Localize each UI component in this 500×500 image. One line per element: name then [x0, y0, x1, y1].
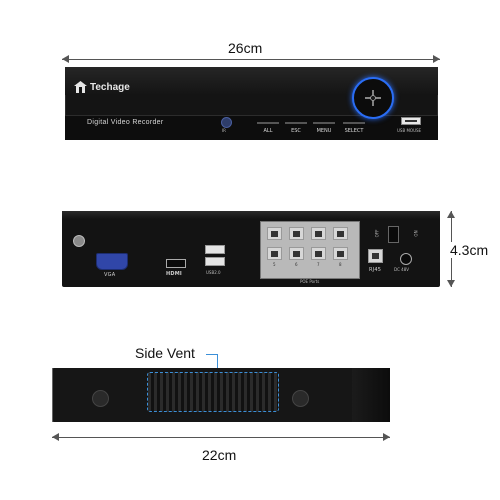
- dial-cross-icon: [365, 90, 381, 106]
- back-panel-lip: [62, 211, 440, 219]
- back-panel: VGA HDMI USB2.0 5 6 7 8 POE Ports RJ45 O…: [62, 211, 440, 287]
- product-label: Digital Video Recorder: [87, 119, 164, 126]
- width-arrow-left-icon: [62, 55, 69, 63]
- off-label: OFF: [374, 229, 380, 238]
- height-dimension: 4.3cm: [445, 211, 495, 287]
- height-label: 4.3cm: [449, 242, 490, 258]
- poe-block: 5 6 7 8: [260, 221, 360, 279]
- poe-port-number-5: 5: [273, 262, 276, 267]
- width-line: [62, 59, 440, 60]
- all-button[interactable]: [257, 122, 279, 124]
- button-row: ALL ESC MENU SELECT: [255, 122, 373, 138]
- power-switch[interactable]: [388, 226, 399, 243]
- front-usb-label: USB MOUSE: [397, 128, 422, 133]
- ir-label: IR: [222, 128, 226, 133]
- poe-label: POE Ports: [300, 279, 320, 284]
- side-vent: [147, 372, 279, 412]
- esc-button[interactable]: [285, 122, 307, 124]
- rubber-foot-right: [292, 390, 309, 407]
- poe-port-number-6: 6: [295, 262, 298, 267]
- poe-port-3[interactable]: [311, 227, 326, 240]
- ir-sensor: [221, 117, 232, 128]
- rj45-label: RJ45: [369, 267, 382, 273]
- vga-port[interactable]: [96, 253, 128, 270]
- dc-power-jack[interactable]: [400, 253, 412, 265]
- poe-port-7[interactable]: [311, 247, 326, 260]
- poe-port-number-8: 8: [339, 262, 342, 267]
- front-usb-port[interactable]: [401, 117, 421, 125]
- depth-arrow-left-icon: [52, 433, 59, 441]
- side-vent-pointer: [206, 354, 218, 355]
- poe-port-8[interactable]: [333, 247, 348, 260]
- depth-line: [52, 437, 390, 438]
- front-panel: Techage Digital Video Recorder IR ALL ES…: [65, 67, 438, 140]
- height-arrow-down-icon: [447, 280, 455, 287]
- width-dimension: 26cm: [62, 36, 440, 66]
- menu-button-label: MENU: [316, 128, 332, 134]
- back-usb-port-top[interactable]: [205, 245, 225, 254]
- width-arrow-right-icon: [433, 55, 440, 63]
- hdmi-port[interactable]: [166, 259, 186, 268]
- select-button-label: SELECT: [344, 128, 364, 134]
- dc-label: DC 48V: [394, 267, 409, 272]
- front-panel-strip: [65, 115, 438, 140]
- rj45-port[interactable]: [368, 249, 383, 263]
- back-usb-label: USB2.0: [206, 270, 221, 275]
- width-label: 26cm: [228, 40, 263, 56]
- hdmi-label: HDMI: [166, 271, 182, 277]
- menu-button[interactable]: [313, 122, 335, 124]
- poe-port-4[interactable]: [333, 227, 348, 240]
- left-edge-tick: [52, 368, 53, 422]
- poe-port-5[interactable]: [267, 247, 282, 260]
- height-arrow-up-icon: [447, 211, 455, 218]
- depth-dimension: 22cm: [52, 428, 390, 468]
- esc-button-label: ESC: [291, 128, 301, 134]
- select-button[interactable]: [343, 122, 365, 124]
- house-logo-icon: [74, 81, 87, 93]
- poe-port-number-7: 7: [317, 262, 320, 267]
- brand-logo: Techage: [74, 81, 130, 93]
- all-button-label: ALL: [263, 128, 273, 134]
- poe-port-2[interactable]: [289, 227, 304, 240]
- on-label: ON: [413, 230, 419, 237]
- ground-screw-icon: [73, 235, 85, 247]
- poe-port-6[interactable]: [289, 247, 304, 260]
- side-panel: [52, 368, 390, 422]
- side-vent-label: Side Vent: [135, 345, 195, 361]
- depth-arrow-right-icon: [383, 433, 390, 441]
- brand-name: Techage: [90, 81, 130, 93]
- poe-port-1[interactable]: [267, 227, 282, 240]
- side-panel-end: [352, 368, 390, 422]
- rubber-foot-left: [92, 390, 109, 407]
- side-vent-pointer-drop: [217, 354, 218, 368]
- back-usb-port-bottom[interactable]: [205, 257, 225, 266]
- depth-label: 22cm: [202, 447, 237, 463]
- navigation-dial[interactable]: [352, 77, 394, 119]
- vga-label: VGA: [104, 272, 116, 278]
